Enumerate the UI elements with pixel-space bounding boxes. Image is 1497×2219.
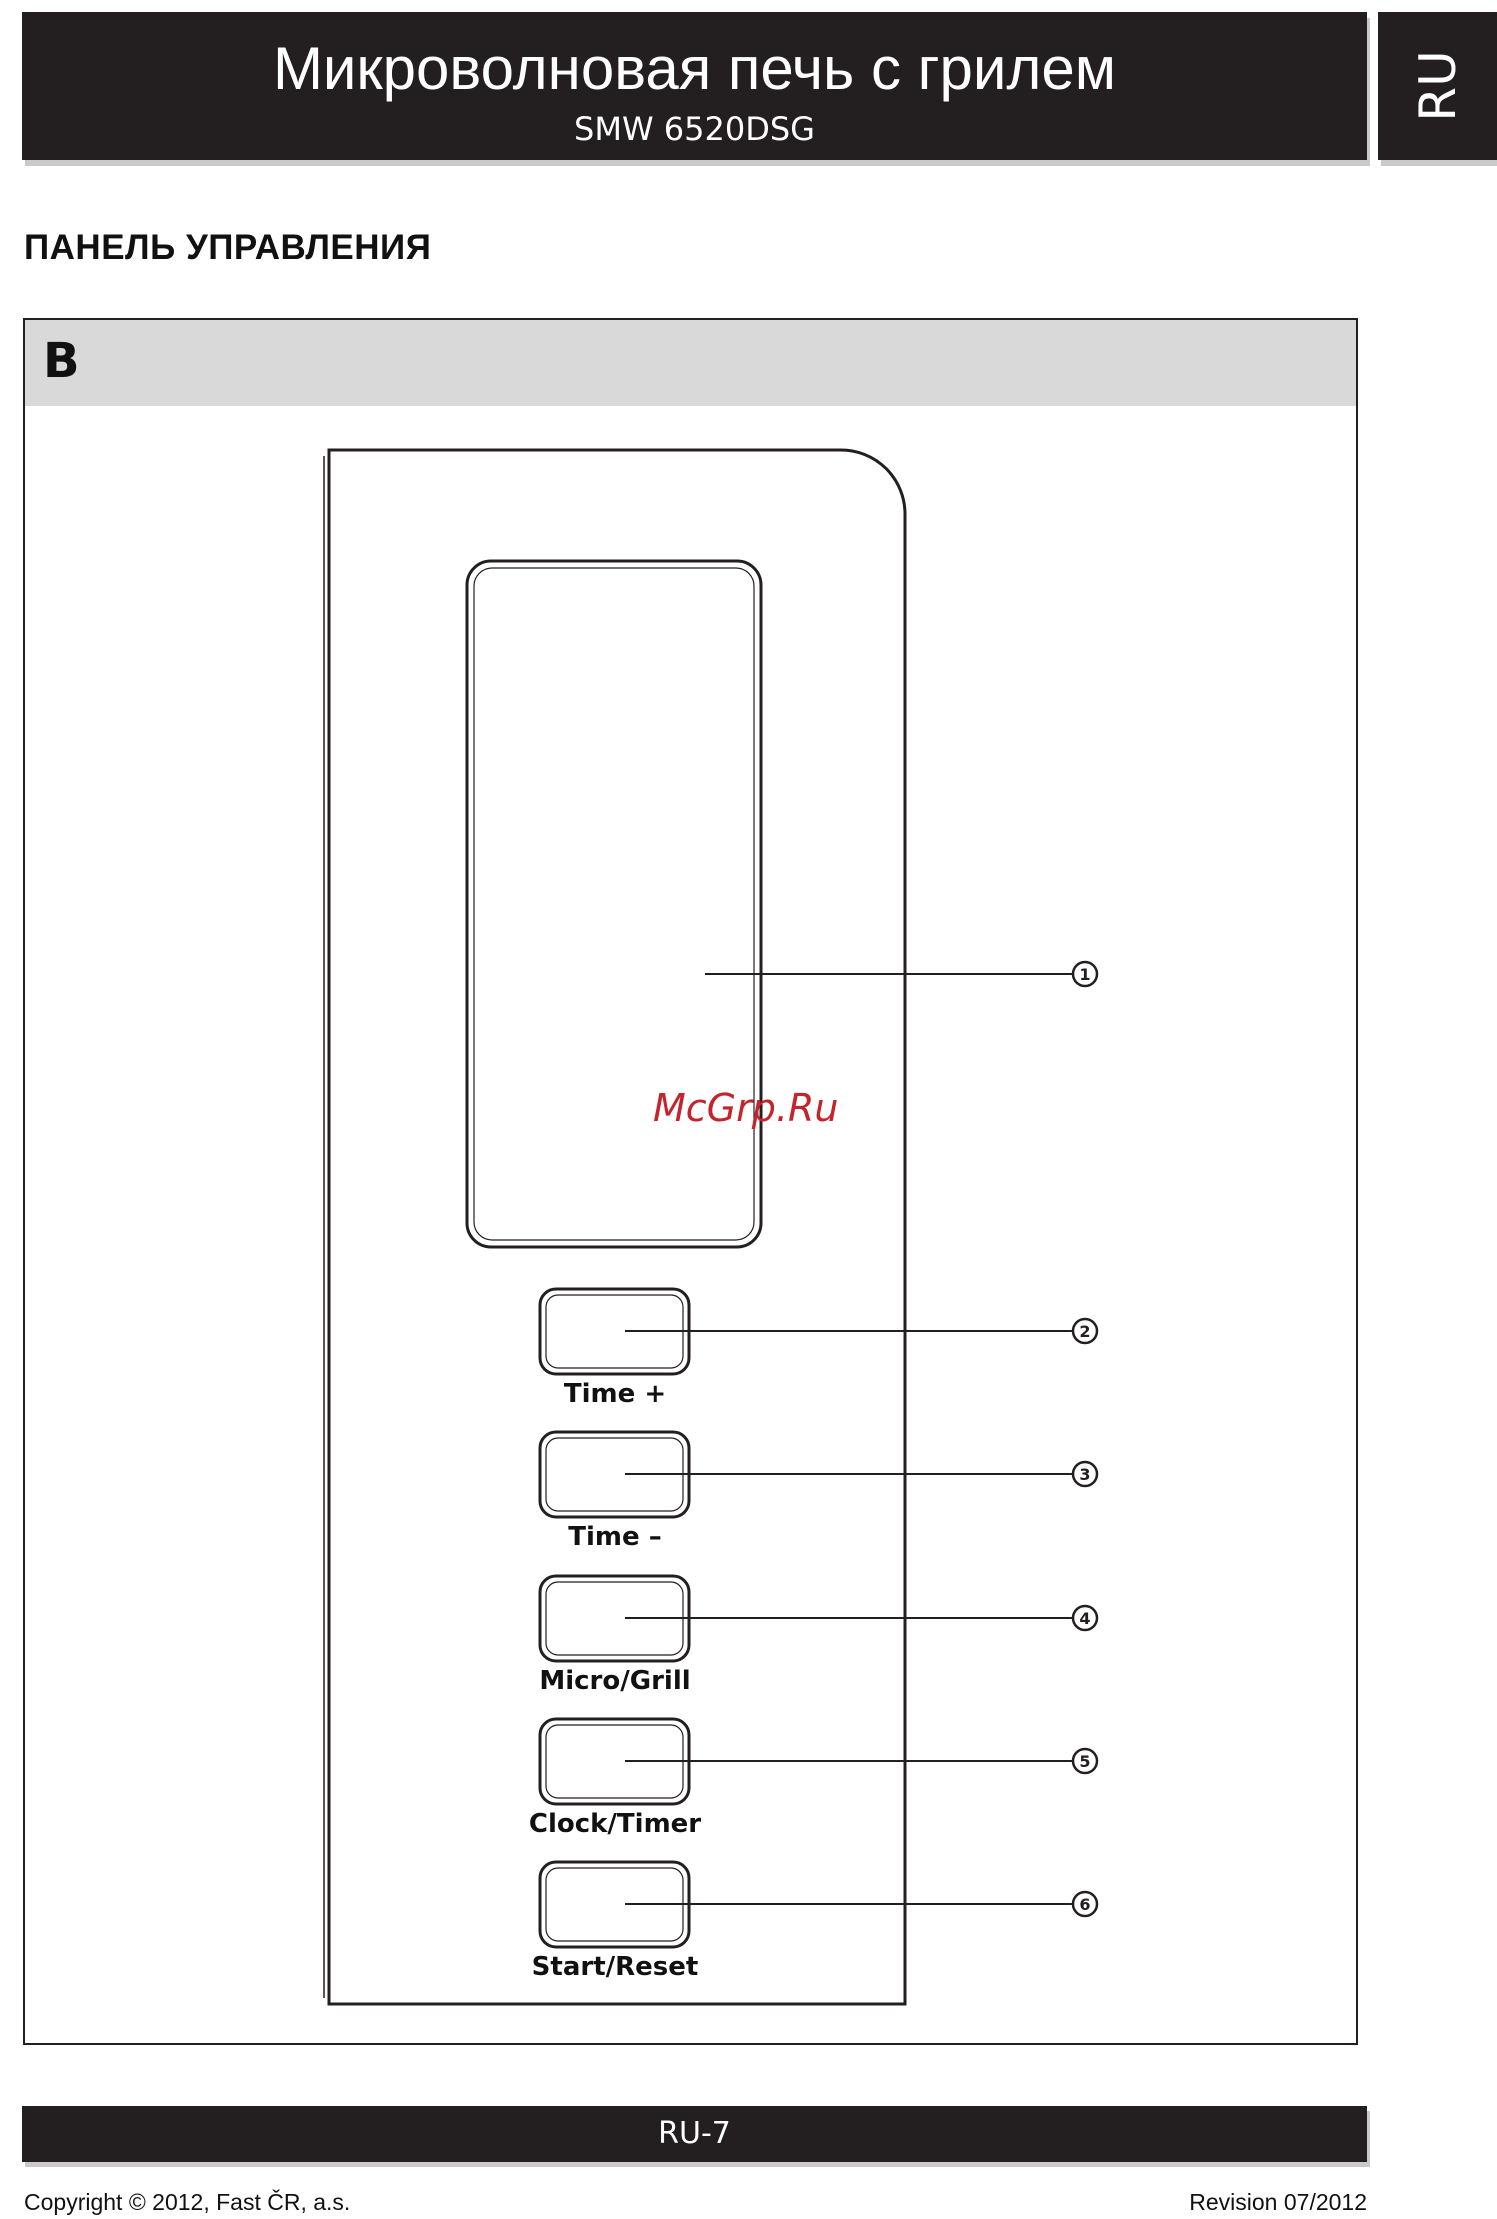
display-window	[467, 561, 761, 1247]
button-label-time-plus: Time +	[495, 1378, 735, 1410]
page-number: RU-7	[22, 2114, 1367, 2154]
copyright-text: Copyright © 2012, Fast ČR, a.s.	[24, 2188, 350, 2216]
panel-outline	[329, 450, 905, 2004]
button-label-time-minus: Time –	[495, 1521, 735, 1553]
callout-number-4: 4	[1079, 1609, 1090, 1628]
callout-number-3: 3	[1079, 1465, 1090, 1484]
display-window-inner	[474, 568, 754, 1240]
callout-number-2: 2	[1079, 1322, 1090, 1341]
callout-number-1: 1	[1079, 965, 1090, 984]
callout-number-5: 5	[1079, 1752, 1090, 1771]
revision-text: Revision 07/2012	[1189, 2188, 1367, 2216]
callout-number-6: 6	[1079, 1895, 1090, 1914]
button-label-micro-grill: Micro/Grill	[495, 1665, 735, 1697]
button-label-start-reset: Start/Reset	[495, 1951, 735, 1983]
watermark: McGrp.Ru	[653, 1085, 838, 1131]
button-label-clock-timer: Clock/Timer	[495, 1808, 735, 1840]
footer-bar: RU-7	[22, 2106, 1367, 2162]
